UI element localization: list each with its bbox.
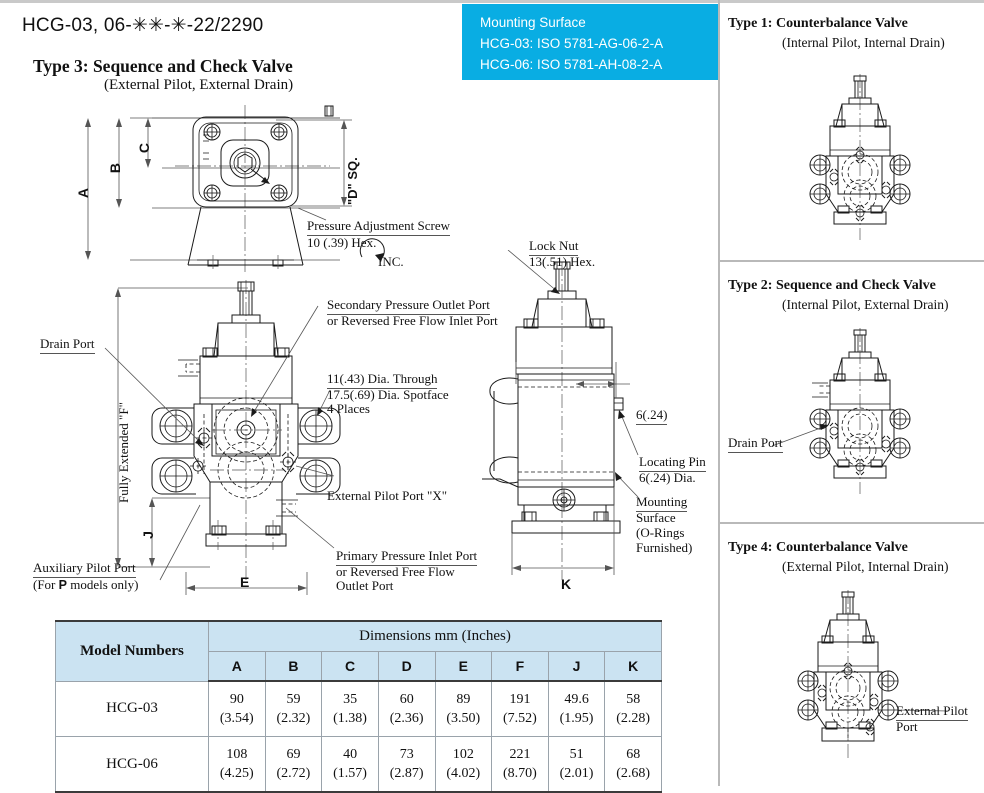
aux-note-post: models only) xyxy=(66,577,139,592)
callout-primary-pressure-inlet-port: Primary Pressure Inlet Port xyxy=(336,548,478,566)
variant-drawing-type4 xyxy=(797,590,949,758)
cell-hcg06-c: 40(1.57) xyxy=(321,736,379,793)
side-view-drawing xyxy=(482,250,639,580)
aux-note-bold: P xyxy=(58,578,67,592)
header-col-b: B xyxy=(264,651,323,682)
callout-lock-nut: Lock Nut xyxy=(529,238,579,256)
dim-label-e: E xyxy=(240,574,250,590)
variant-title-type1: Type 1: Counterbalance Valve xyxy=(728,16,908,31)
header-col-e: E xyxy=(434,651,493,682)
dim-label-6-24: 6(.24) xyxy=(636,407,668,425)
mounting-surface-hcg03: HCG-03: ISO 5781-AG-06-2-A xyxy=(480,36,664,51)
header-col-f: F xyxy=(491,651,549,682)
top-view-drawing xyxy=(85,105,352,272)
cell-hcg03-b: 59(2.32) xyxy=(264,680,323,737)
table-header-row-2: A B C D E F J K xyxy=(56,651,662,682)
variant-title-type2: Type 2: Sequence and Check Valve xyxy=(728,278,936,293)
callout-mounting-surface-1: Mounting xyxy=(636,494,688,512)
dim-label-b: B xyxy=(107,162,124,174)
type-subtitle: (External Pilot, External Drain) xyxy=(104,77,294,93)
header-col-d: D xyxy=(377,651,436,682)
variant-subtitle-type2: (Internal Pilot, External Drain) xyxy=(782,297,949,312)
variant-panel-type4: Type 4: Counterbalance Valve (External P… xyxy=(720,524,984,784)
variant-panel-type2: Type 2: Sequence and Check Valve (Intern… xyxy=(720,262,984,524)
mounting-surface-note: Mounting Surface HCG-03: ISO 5781-AG-06-… xyxy=(462,4,718,80)
callout-external-pilot-port-x: External Pilot Port "X" xyxy=(327,488,448,503)
dim-label-d-sq: "D" SQ. xyxy=(345,157,360,205)
callout-mounting-surface-3: (O-Rings xyxy=(636,525,685,540)
row-model-hcg03: HCG-03 xyxy=(55,680,209,737)
table-row: HCG-03 90(3.54) 59(2.32) 35(1.38) 60(2.3… xyxy=(55,680,662,737)
callout-mounting-surface-2: Surface xyxy=(636,510,676,525)
header-model-numbers: Model Numbers xyxy=(55,620,209,682)
cell-hcg03-e: 89(3.50) xyxy=(434,680,493,737)
cell-hcg06-b: 69(2.72) xyxy=(264,736,323,793)
callout-auxiliary-pilot-note: (For P models only) xyxy=(33,577,139,593)
callout-auxiliary-pilot-port: Auxiliary Pilot Port xyxy=(33,560,136,578)
table-header-row-1: Model Numbers Dimensions mm (Inches) xyxy=(55,620,662,682)
variant-subtitle-type4: (External Pilot, Internal Drain) xyxy=(782,559,949,574)
callout-drain-port: Drain Port xyxy=(40,336,95,354)
cell-hcg06-e: 102(4.02) xyxy=(434,736,493,793)
header-col-j: J xyxy=(547,651,606,682)
variant-callout-external-pilot-2: Port xyxy=(896,719,918,734)
mounting-surface-title: Mounting Surface xyxy=(480,15,586,30)
variant-callout-external-pilot-1: External Pilot xyxy=(896,703,968,721)
page-title: HCG-03, 06-✳✳-✳-22/2290 xyxy=(22,15,264,36)
cell-hcg06-j: 51(2.01) xyxy=(547,736,606,793)
header-dimensions: Dimensions mm (Inches) xyxy=(208,620,662,652)
table-row: HCG-06 108(4.25) 69(2.72) 40(1.57) 73(2.… xyxy=(55,736,662,793)
dim-label-a: A xyxy=(75,187,92,199)
cell-hcg06-k: 68(2.68) xyxy=(604,736,662,793)
variant-panel-type1: Type 1: Counterbalance Valve (Internal P… xyxy=(720,0,984,262)
callout-reversed-free-flow-1: or Reversed Free Flow xyxy=(336,564,455,579)
cell-hcg06-f: 221(8.70) xyxy=(491,736,549,793)
callout-secondary-pressure-outlet-port: Secondary Pressure Outlet Port xyxy=(327,297,490,315)
left-drawing-column: HCG-03, 06-✳✳-✳-22/2290 Type 3: Sequence… xyxy=(22,15,706,793)
front-view-drawing xyxy=(104,280,341,595)
callout-locating-pin-dia: 6(.24) Dia. xyxy=(639,470,696,485)
callout-hole-places: 4 Places xyxy=(327,401,370,416)
cell-hcg03-d: 60(2.36) xyxy=(377,680,436,737)
callout-hole-dia-through: 11(.43) Dia. Through xyxy=(327,371,438,389)
variant-drawing-type1 xyxy=(809,74,911,240)
cell-hcg06-a: 108(4.25) xyxy=(208,736,266,793)
dimensions-table-wrap: Model Numbers Dimensions mm (Inches) A B… xyxy=(55,620,662,793)
cell-hcg03-f: 191(7.52) xyxy=(491,680,549,737)
cell-hcg06-d: 73(2.87) xyxy=(377,736,436,793)
dim-label-fully-extended-f: Fully Extended "F" xyxy=(116,402,131,503)
variant-subtitle-type1: (Internal Pilot, Internal Drain) xyxy=(782,35,945,50)
inc-rotation-arrow-icon xyxy=(359,238,385,262)
cell-hcg03-a: 90(3.54) xyxy=(208,680,266,737)
header-col-a: A xyxy=(208,651,266,682)
cell-hcg03-c: 35(1.38) xyxy=(321,680,379,737)
variant-title-type4: Type 4: Counterbalance Valve xyxy=(728,540,908,555)
callout-hex-size: 10 (.39) Hex. xyxy=(307,235,377,250)
callout-locating-pin: Locating Pin xyxy=(639,454,706,472)
type-title: Type 3: Sequence and Check Valve xyxy=(33,56,293,76)
callout-hole-dia-spotface: 17.5(.69) Dia. Spotface xyxy=(327,387,449,402)
header-col-c: C xyxy=(321,651,379,682)
callout-reversed-free-flow-2: Outlet Port xyxy=(336,578,394,593)
header-col-k: K xyxy=(604,651,662,682)
dimensions-table: Model Numbers Dimensions mm (Inches) A B… xyxy=(55,620,662,793)
dim-label-j: J xyxy=(139,531,156,539)
variant-callout-drain-port: Drain Port xyxy=(728,435,783,453)
variant-drawing-type2 xyxy=(771,328,911,494)
aux-note-pre: (For xyxy=(33,577,59,592)
cell-hcg03-j: 49.6(1.95) xyxy=(547,680,606,737)
callout-lock-nut-hex: 13(.51) Hex. xyxy=(529,254,596,269)
dim-label-c: C xyxy=(136,142,153,154)
cell-hcg03-k: 58(2.28) xyxy=(604,680,662,737)
callout-reversed-free-flow-inlet-port: or Reversed Free Flow Inlet Port xyxy=(327,313,498,328)
variant-column: Type 1: Counterbalance Valve (Internal P… xyxy=(718,0,984,786)
page-top-rule xyxy=(0,0,984,3)
callout-inc-label: INC. xyxy=(378,254,404,269)
dim-label-k: K xyxy=(561,576,572,592)
callout-pressure-adjustment-screw: Pressure Adjustment Screw xyxy=(307,218,450,236)
row-model-hcg06: HCG-06 xyxy=(55,736,209,793)
mounting-surface-hcg06: HCG-06: ISO 5781-AH-08-2-A xyxy=(480,57,663,72)
callout-mounting-surface-4: Furnished) xyxy=(636,540,693,555)
